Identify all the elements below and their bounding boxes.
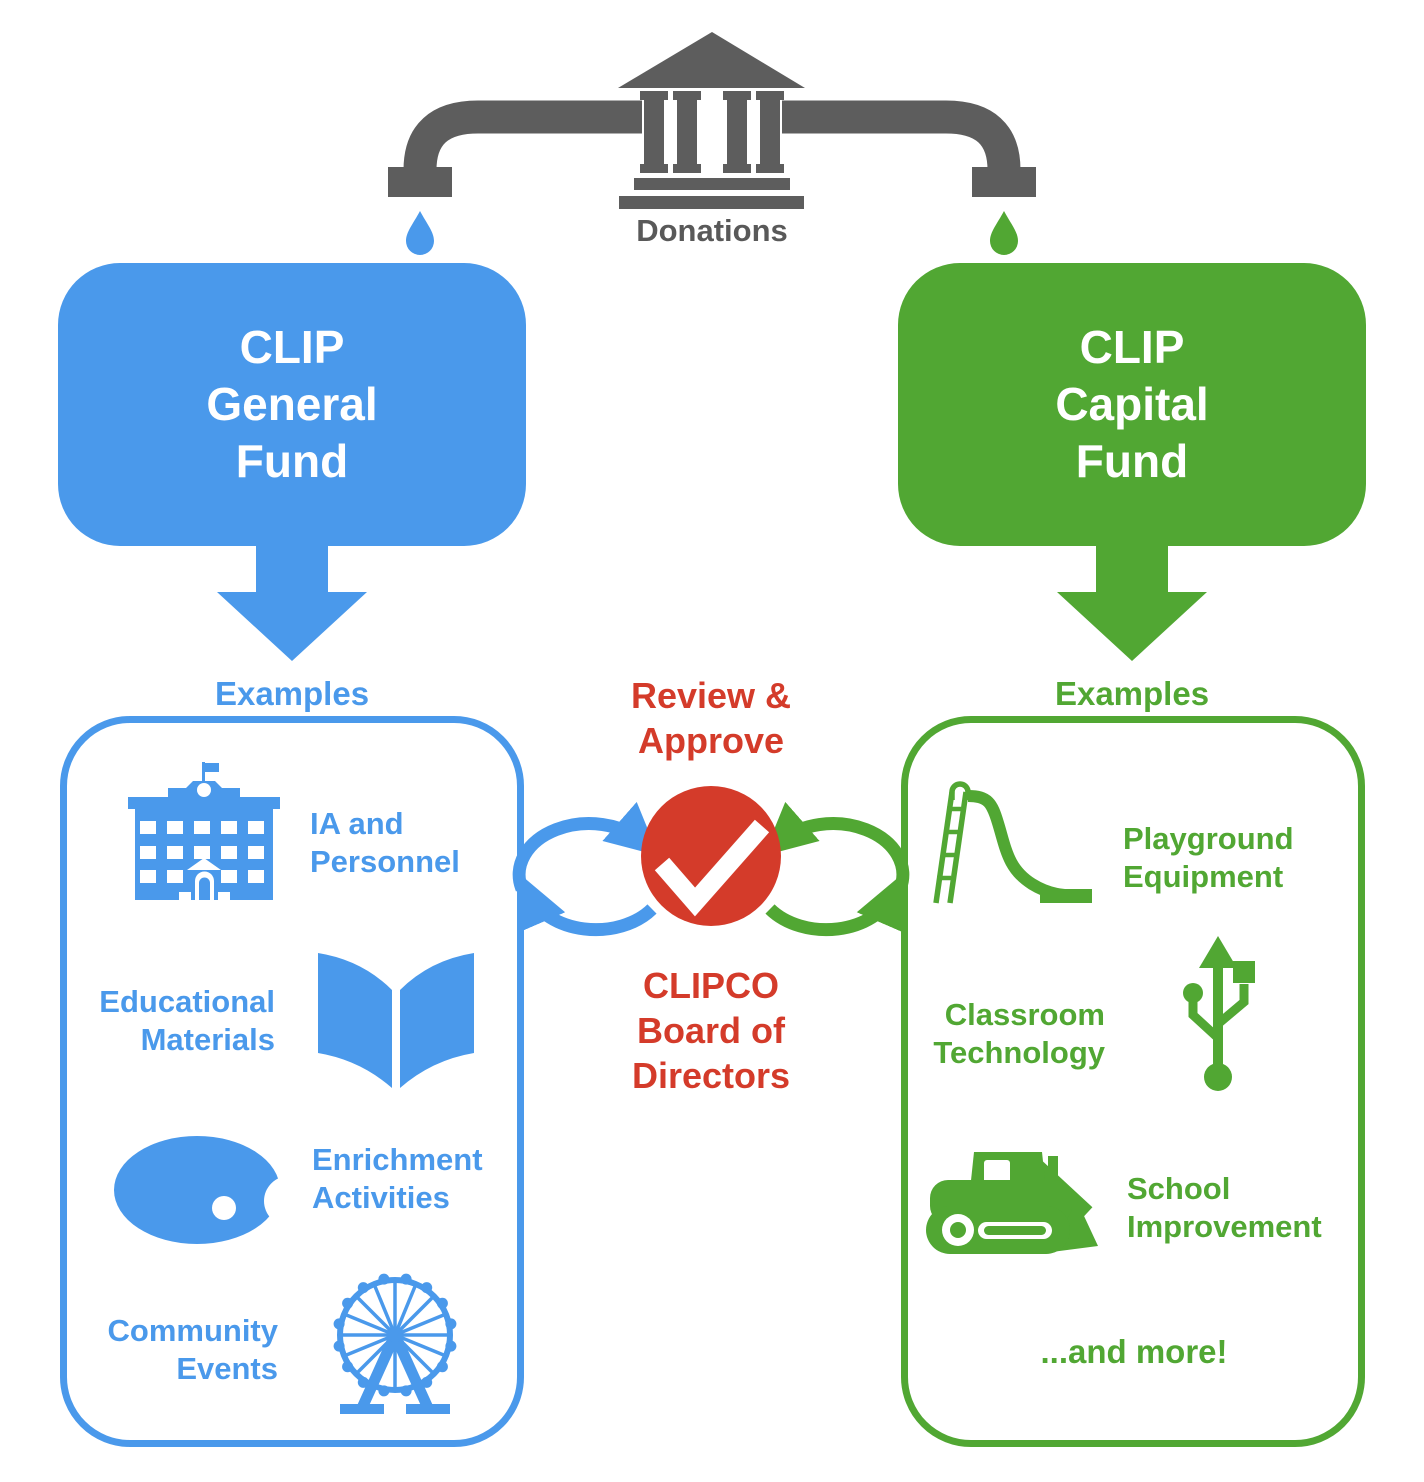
donations-label: Donations bbox=[636, 213, 788, 248]
item-label-classroom-technology: Classroom Technology bbox=[933, 997, 1105, 1070]
water-drop-icon bbox=[406, 211, 434, 255]
board-of-directors-label: CLIPCO Board of Directors bbox=[561, 963, 861, 1098]
school-building-icon bbox=[128, 762, 280, 900]
usb-symbol-icon bbox=[1183, 936, 1255, 1091]
ferris-wheel-icon bbox=[333, 1273, 457, 1414]
item-label-enrichment-activities: Enrichment Activities bbox=[312, 1142, 483, 1215]
general-fund-box: CLIP General Fund bbox=[58, 263, 526, 546]
item-label-community-events: Community Events bbox=[107, 1313, 279, 1386]
review-approve-label: Review & Approve bbox=[561, 673, 861, 763]
bank-icon bbox=[618, 32, 805, 209]
capital-examples-box bbox=[901, 716, 1365, 1447]
general-fund-title-line: General bbox=[206, 378, 378, 430]
and-more-label: ...and more! bbox=[1040, 1333, 1228, 1370]
pipe-icon bbox=[388, 100, 642, 197]
review-approve-line: Approve bbox=[637, 720, 785, 761]
general-fund-title-line: Fund bbox=[235, 435, 349, 487]
item-label-educational-materials: Educational Materials bbox=[99, 984, 275, 1057]
paint-palette-icon bbox=[114, 1136, 314, 1244]
board-line: Board of bbox=[637, 1010, 785, 1051]
capital-examples-heading: Examples bbox=[1054, 675, 1210, 712]
water-drop-icon bbox=[990, 211, 1018, 255]
down-arrow-icon bbox=[217, 542, 367, 661]
checkmark-circle-icon bbox=[641, 786, 781, 926]
general-examples-heading: Examples bbox=[214, 675, 370, 712]
open-book-icon bbox=[318, 953, 474, 1088]
item-label-playground-equipment: Playground Equipment bbox=[1123, 821, 1294, 894]
review-approve-line: Review & bbox=[630, 675, 792, 716]
capital-fund-box: CLIP Capital Fund bbox=[898, 263, 1366, 546]
general-examples-box bbox=[60, 716, 524, 1447]
item-label-school-improvement: School Improvement bbox=[1127, 1171, 1322, 1244]
down-arrow-icon bbox=[1057, 542, 1207, 661]
capital-fund-title-line: CLIP bbox=[1079, 321, 1185, 373]
pipe-icon bbox=[782, 100, 1036, 197]
capital-fund-title-line: Capital bbox=[1055, 378, 1209, 430]
cycle-arrows-icon bbox=[512, 801, 659, 937]
item-label-ia-personnel: IA and Personnel bbox=[310, 806, 460, 879]
board-line: CLIPCO bbox=[642, 965, 779, 1006]
playground-slide-icon bbox=[933, 781, 1092, 904]
board-line: Directors bbox=[631, 1055, 791, 1096]
bulldozer-icon bbox=[926, 1152, 1098, 1254]
cycle-arrows-icon bbox=[763, 801, 910, 937]
capital-fund-title-line: Fund bbox=[1075, 435, 1189, 487]
general-fund-title-line: CLIP bbox=[239, 321, 345, 373]
